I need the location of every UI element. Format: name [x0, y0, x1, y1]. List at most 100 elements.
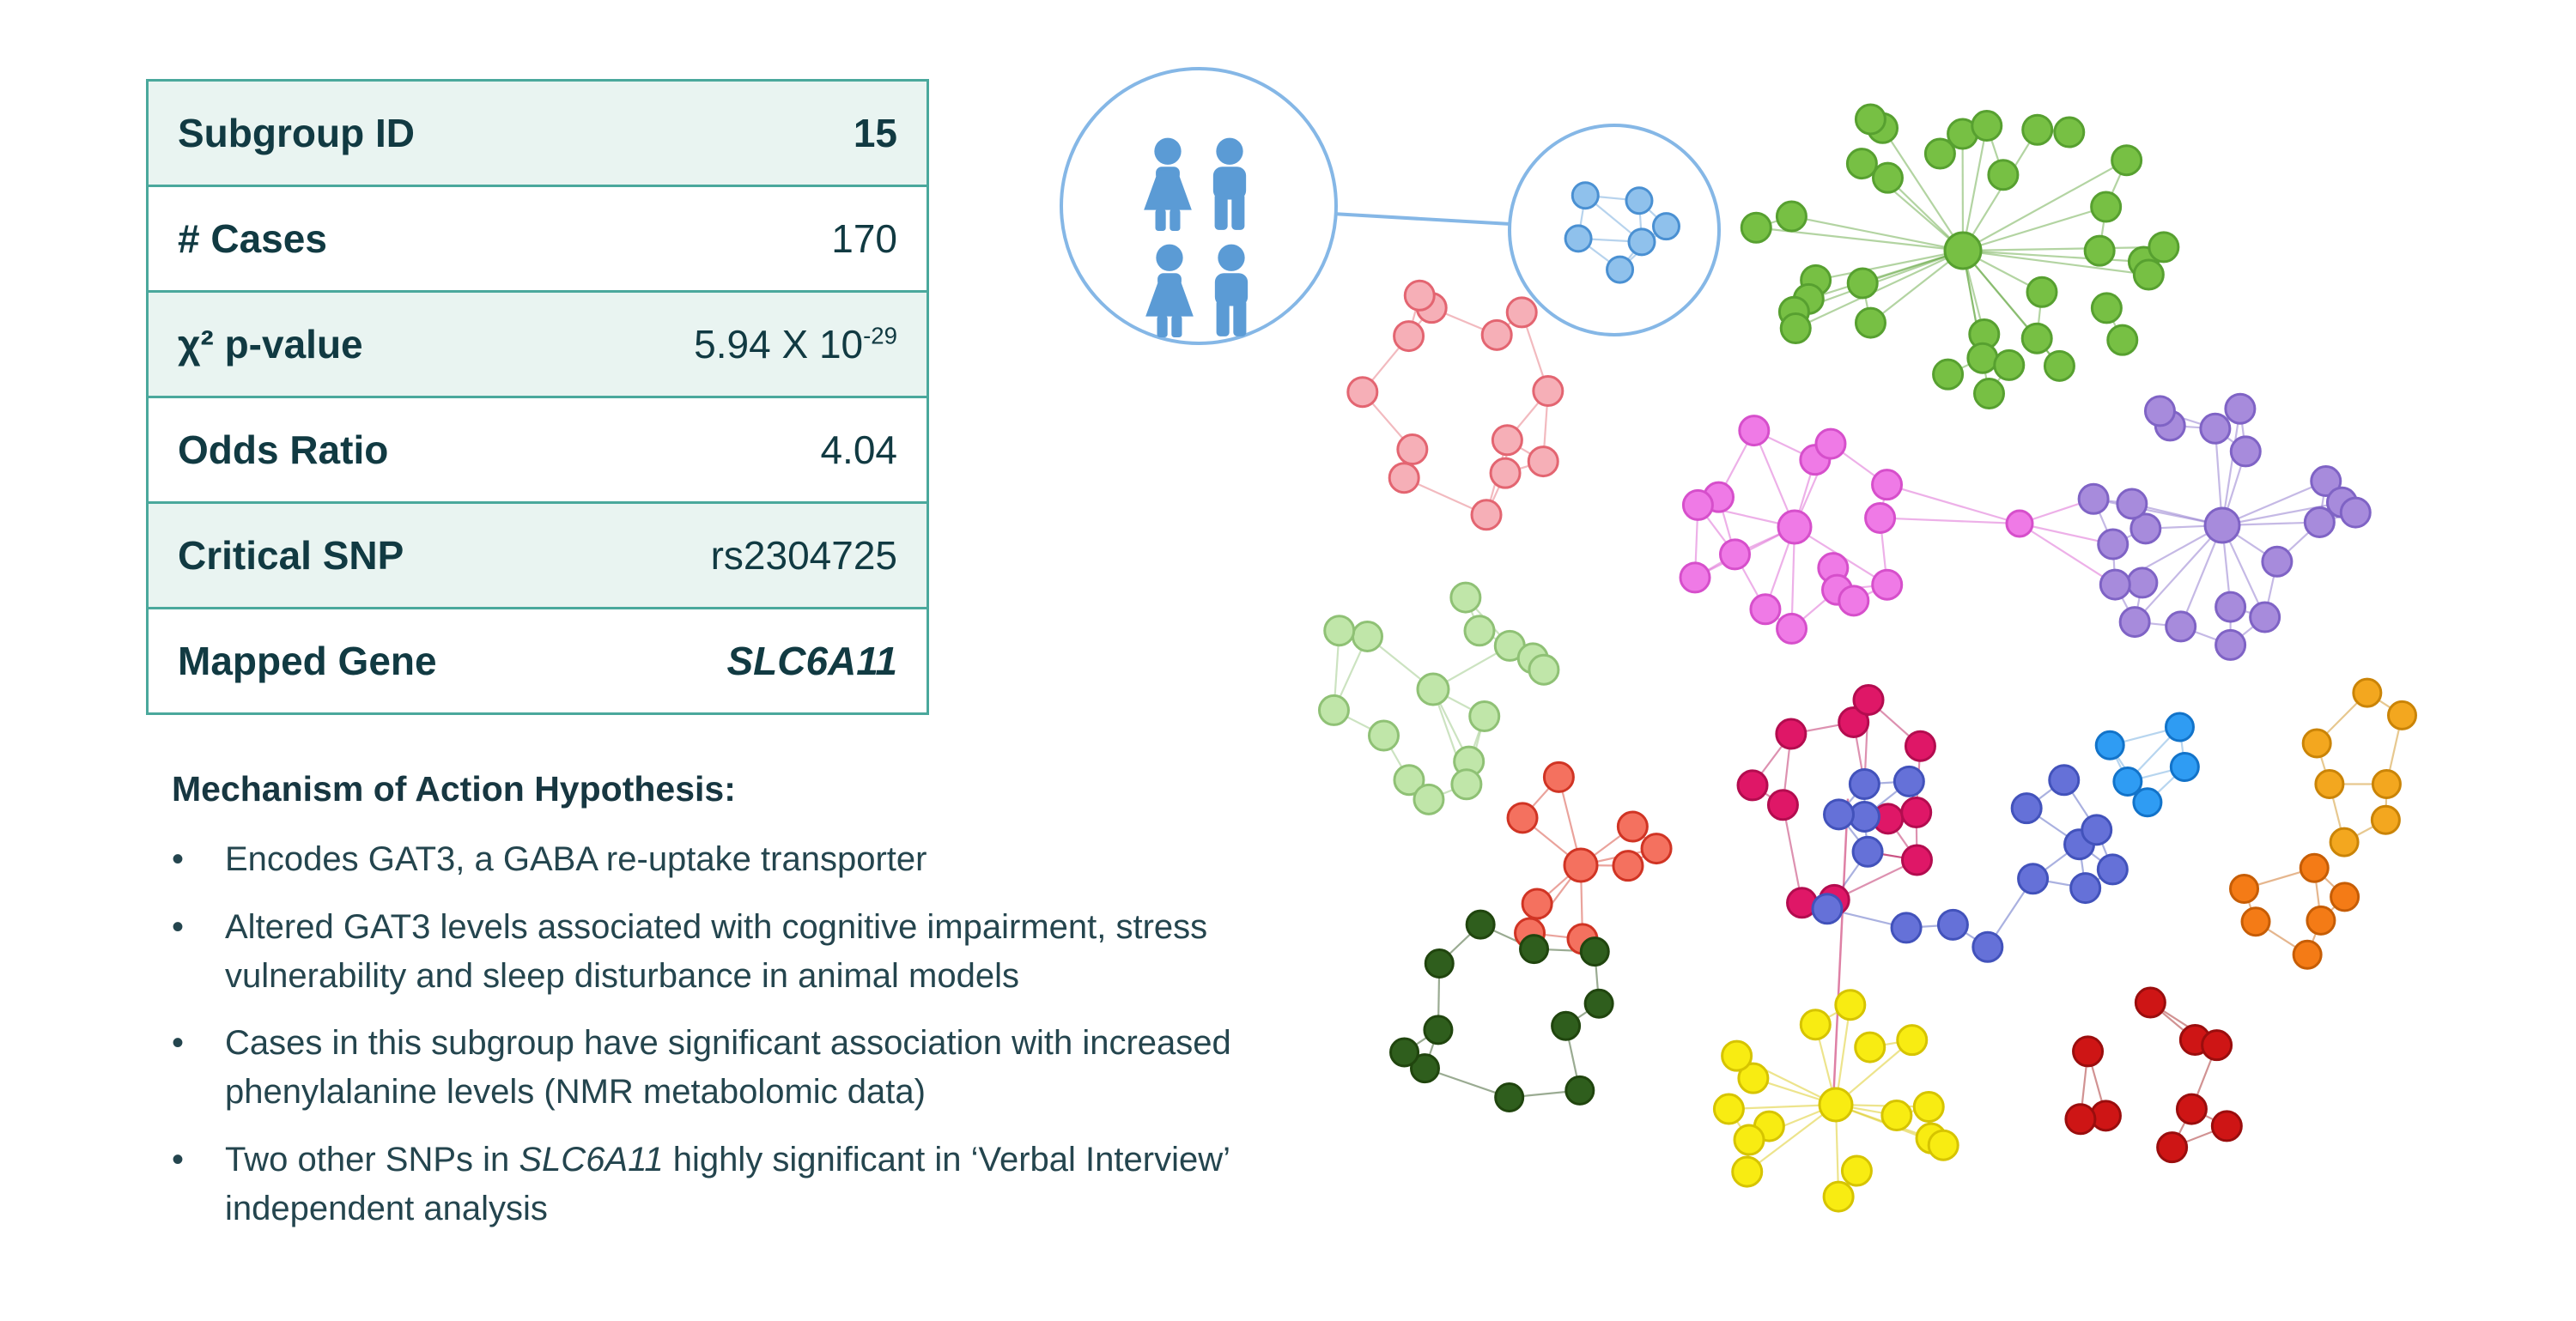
- network-node: [1814, 427, 1847, 460]
- network-node: [1403, 279, 1436, 312]
- row-label: Mapped Gene: [178, 639, 437, 683]
- network-node: [2165, 610, 2197, 643]
- network-node: [1612, 850, 1644, 882]
- network-node: [2164, 712, 2195, 742]
- network-node: [2112, 767, 2143, 797]
- network-node: [2292, 939, 2323, 970]
- cluster-subgroup-sample: [1564, 181, 1680, 284]
- cluster-green: [1740, 103, 2180, 410]
- network-node: [2301, 728, 2332, 759]
- bullet-item: •Two other SNPs in SLC6A11 highly signif…: [172, 1136, 1271, 1233]
- network-node: [1563, 847, 1599, 883]
- cluster-light-green: [1317, 581, 1560, 815]
- bullet-marker: •: [172, 907, 185, 946]
- network-node: [1681, 488, 1714, 521]
- network-node: [2143, 395, 2176, 427]
- network-node: [2069, 872, 2102, 905]
- network-node: [1494, 1082, 1525, 1113]
- network-node: [1317, 694, 1350, 726]
- network-node: [1731, 1155, 1764, 1188]
- network-node: [1749, 593, 1782, 626]
- network-node: [1733, 1124, 1765, 1156]
- network-node: [1519, 934, 1550, 965]
- network-node: [1890, 912, 1923, 944]
- bullet-text: Altered GAT3 levels associated with cogn…: [225, 907, 1208, 995]
- network-node: [2020, 322, 2053, 354]
- subgroup-circle: [1508, 124, 1721, 336]
- network-node: [2096, 853, 2129, 886]
- network-node: [2203, 506, 2241, 544]
- network-node: [1740, 211, 1772, 244]
- person-female-icon: [1144, 137, 1192, 232]
- subgroup-stats-table: Subgroup ID 15 # Cases 170 χ² p-value 5.…: [146, 79, 929, 715]
- network-node: [2314, 769, 2345, 800]
- network-node: [1564, 224, 1593, 253]
- network-node: [2106, 324, 2139, 356]
- network-node: [1779, 312, 1812, 345]
- row-value: 15: [853, 111, 897, 155]
- network-node: [2249, 601, 2281, 633]
- network-node: [1521, 888, 1553, 920]
- row-value: 4.04: [820, 427, 897, 472]
- network-node: [1679, 561, 1711, 594]
- network-node: [2156, 1131, 2189, 1164]
- row-label: # Cases: [178, 216, 327, 261]
- row-label: Subgroup ID: [178, 111, 415, 155]
- network-node: [1880, 1100, 1913, 1132]
- network-node: [2330, 882, 2360, 912]
- person-male-icon: [1214, 244, 1249, 336]
- network-node: [2132, 787, 2163, 818]
- network-node: [1571, 181, 1600, 210]
- row-value: 5.94 X 10-29: [694, 321, 897, 367]
- network-node: [1409, 1053, 1440, 1084]
- network-node: [2210, 1110, 2243, 1142]
- network-node: [1480, 318, 1513, 351]
- network-node: [1388, 462, 1420, 494]
- network-node: [1424, 948, 1455, 979]
- table-row: # Cases 170: [149, 187, 927, 293]
- mechanism-panel: Mechanism of Action Hypothesis: •Encodes…: [172, 769, 1271, 1252]
- network-node: [1927, 1129, 1959, 1161]
- network-node: [2043, 349, 2075, 382]
- cluster-pink: [1346, 279, 1564, 531]
- network-node: [2132, 258, 2165, 291]
- network-node: [2261, 545, 2293, 578]
- cluster-coral: [1506, 760, 1673, 955]
- network-node: [1542, 760, 1575, 793]
- cluster-orange: [2229, 852, 2360, 970]
- network-node: [2064, 1103, 2097, 1136]
- network-node: [1393, 320, 1425, 353]
- cluster-purple: [2077, 392, 2372, 661]
- network-node: [1323, 615, 1356, 647]
- network-node: [2097, 528, 2129, 561]
- network-node: [2099, 568, 2131, 601]
- network-node: [1551, 1010, 1582, 1041]
- network-node: [1718, 538, 1751, 571]
- network-node: [2126, 567, 2159, 599]
- network-node: [1775, 718, 1807, 750]
- network-node: [1777, 509, 1813, 545]
- network-node: [2201, 1029, 2233, 1062]
- bullet-text: Encodes GAT3, a GABA re-uptake transport…: [225, 840, 927, 878]
- network-node: [1871, 568, 1904, 601]
- network-node: [2299, 852, 2330, 883]
- network-node: [1527, 445, 1559, 478]
- network-node: [1936, 908, 1969, 941]
- network-node: [1532, 375, 1564, 408]
- network-node: [2090, 292, 2123, 324]
- network-node: [1583, 988, 1614, 1019]
- network-node: [1987, 159, 2020, 191]
- network-node: [1834, 989, 1867, 1021]
- bullet-marker: •: [172, 1140, 185, 1179]
- network-node: [2386, 700, 2417, 730]
- network-node: [1823, 798, 1856, 831]
- network-node: [2310, 465, 2342, 498]
- network-node: [2026, 276, 2058, 308]
- network-node: [1423, 1015, 1454, 1045]
- network-node: [1651, 212, 1680, 241]
- network-node: [1505, 296, 1538, 329]
- network-node: [2148, 231, 2180, 264]
- network-node: [1738, 415, 1771, 447]
- cluster-indigo: [1811, 764, 2129, 963]
